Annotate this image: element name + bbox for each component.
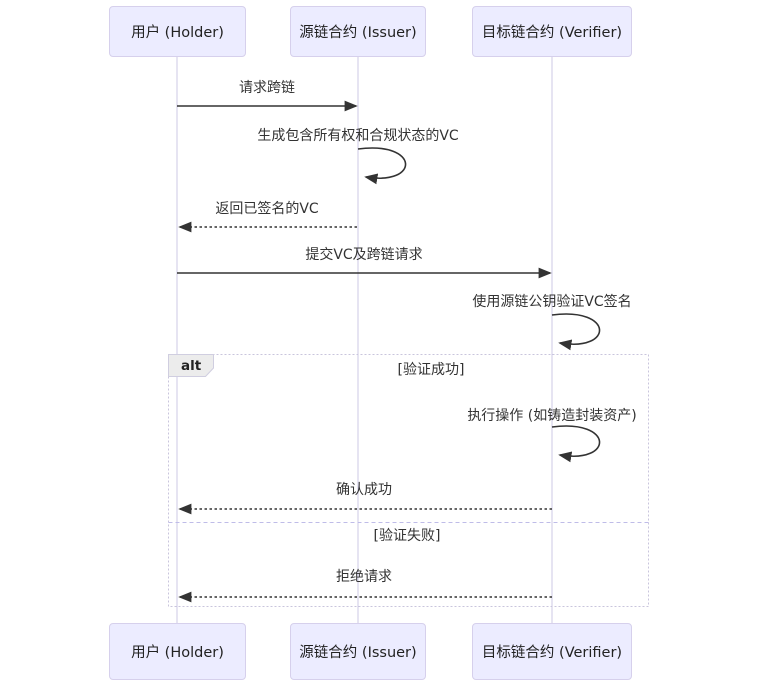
self-loop-execute-operation (551, 425, 601, 463)
actor-box-holder-top: 用户 (Holder) (109, 6, 246, 57)
message-label-reject-request: 拒绝请求 (336, 569, 392, 585)
actor-box-holder-bottom: 用户 (Holder) (109, 623, 246, 680)
actor-box-verifier-top: 目标链合约 (Verifier) (472, 6, 632, 57)
actor-label-issuer: 源链合约 (Issuer) (299, 25, 417, 41)
message-label-verify-signature: 使用源链公钥验证VC签名 (472, 294, 632, 310)
alt-operator-label: alt (181, 358, 202, 374)
actor-box-verifier-bottom: 目标链合约 (Verifier) (472, 623, 632, 680)
alt-label-tab (168, 354, 214, 377)
message-label-request-crosschain: 请求跨链 (239, 80, 295, 96)
alt-frame (168, 354, 649, 607)
actor-label-verifier: 目标链合约 (Verifier) (481, 645, 623, 661)
self-loop-generate-vc (357, 147, 407, 185)
actor-box-issuer-top: 源链合约 (Issuer) (290, 6, 426, 57)
message-label-return-signed-vc: 返回已签名的VC (215, 201, 319, 217)
actor-label-verifier: 目标链合约 (Verifier) (481, 25, 623, 41)
message-label-generate-vc: 生成包含所有权和合规状态的VC (257, 128, 459, 144)
condition-label-success: [验证成功] (397, 362, 465, 378)
message-label-execute-operation: 执行操作 (如铸造封装资产) (467, 408, 637, 424)
actor-box-issuer-bottom: 源链合约 (Issuer) (290, 623, 426, 680)
self-loop-verify-signature (551, 313, 601, 351)
message-label-submit-vc-request: 提交VC及跨链请求 (305, 247, 423, 263)
message-label-confirm-success: 确认成功 (336, 482, 392, 498)
actor-label-issuer: 源链合约 (Issuer) (299, 645, 417, 661)
actor-label-holder: 用户 (Holder) (131, 25, 224, 41)
actor-label-holder: 用户 (Holder) (131, 645, 224, 661)
condition-label-failure: [验证失败] (373, 528, 441, 544)
